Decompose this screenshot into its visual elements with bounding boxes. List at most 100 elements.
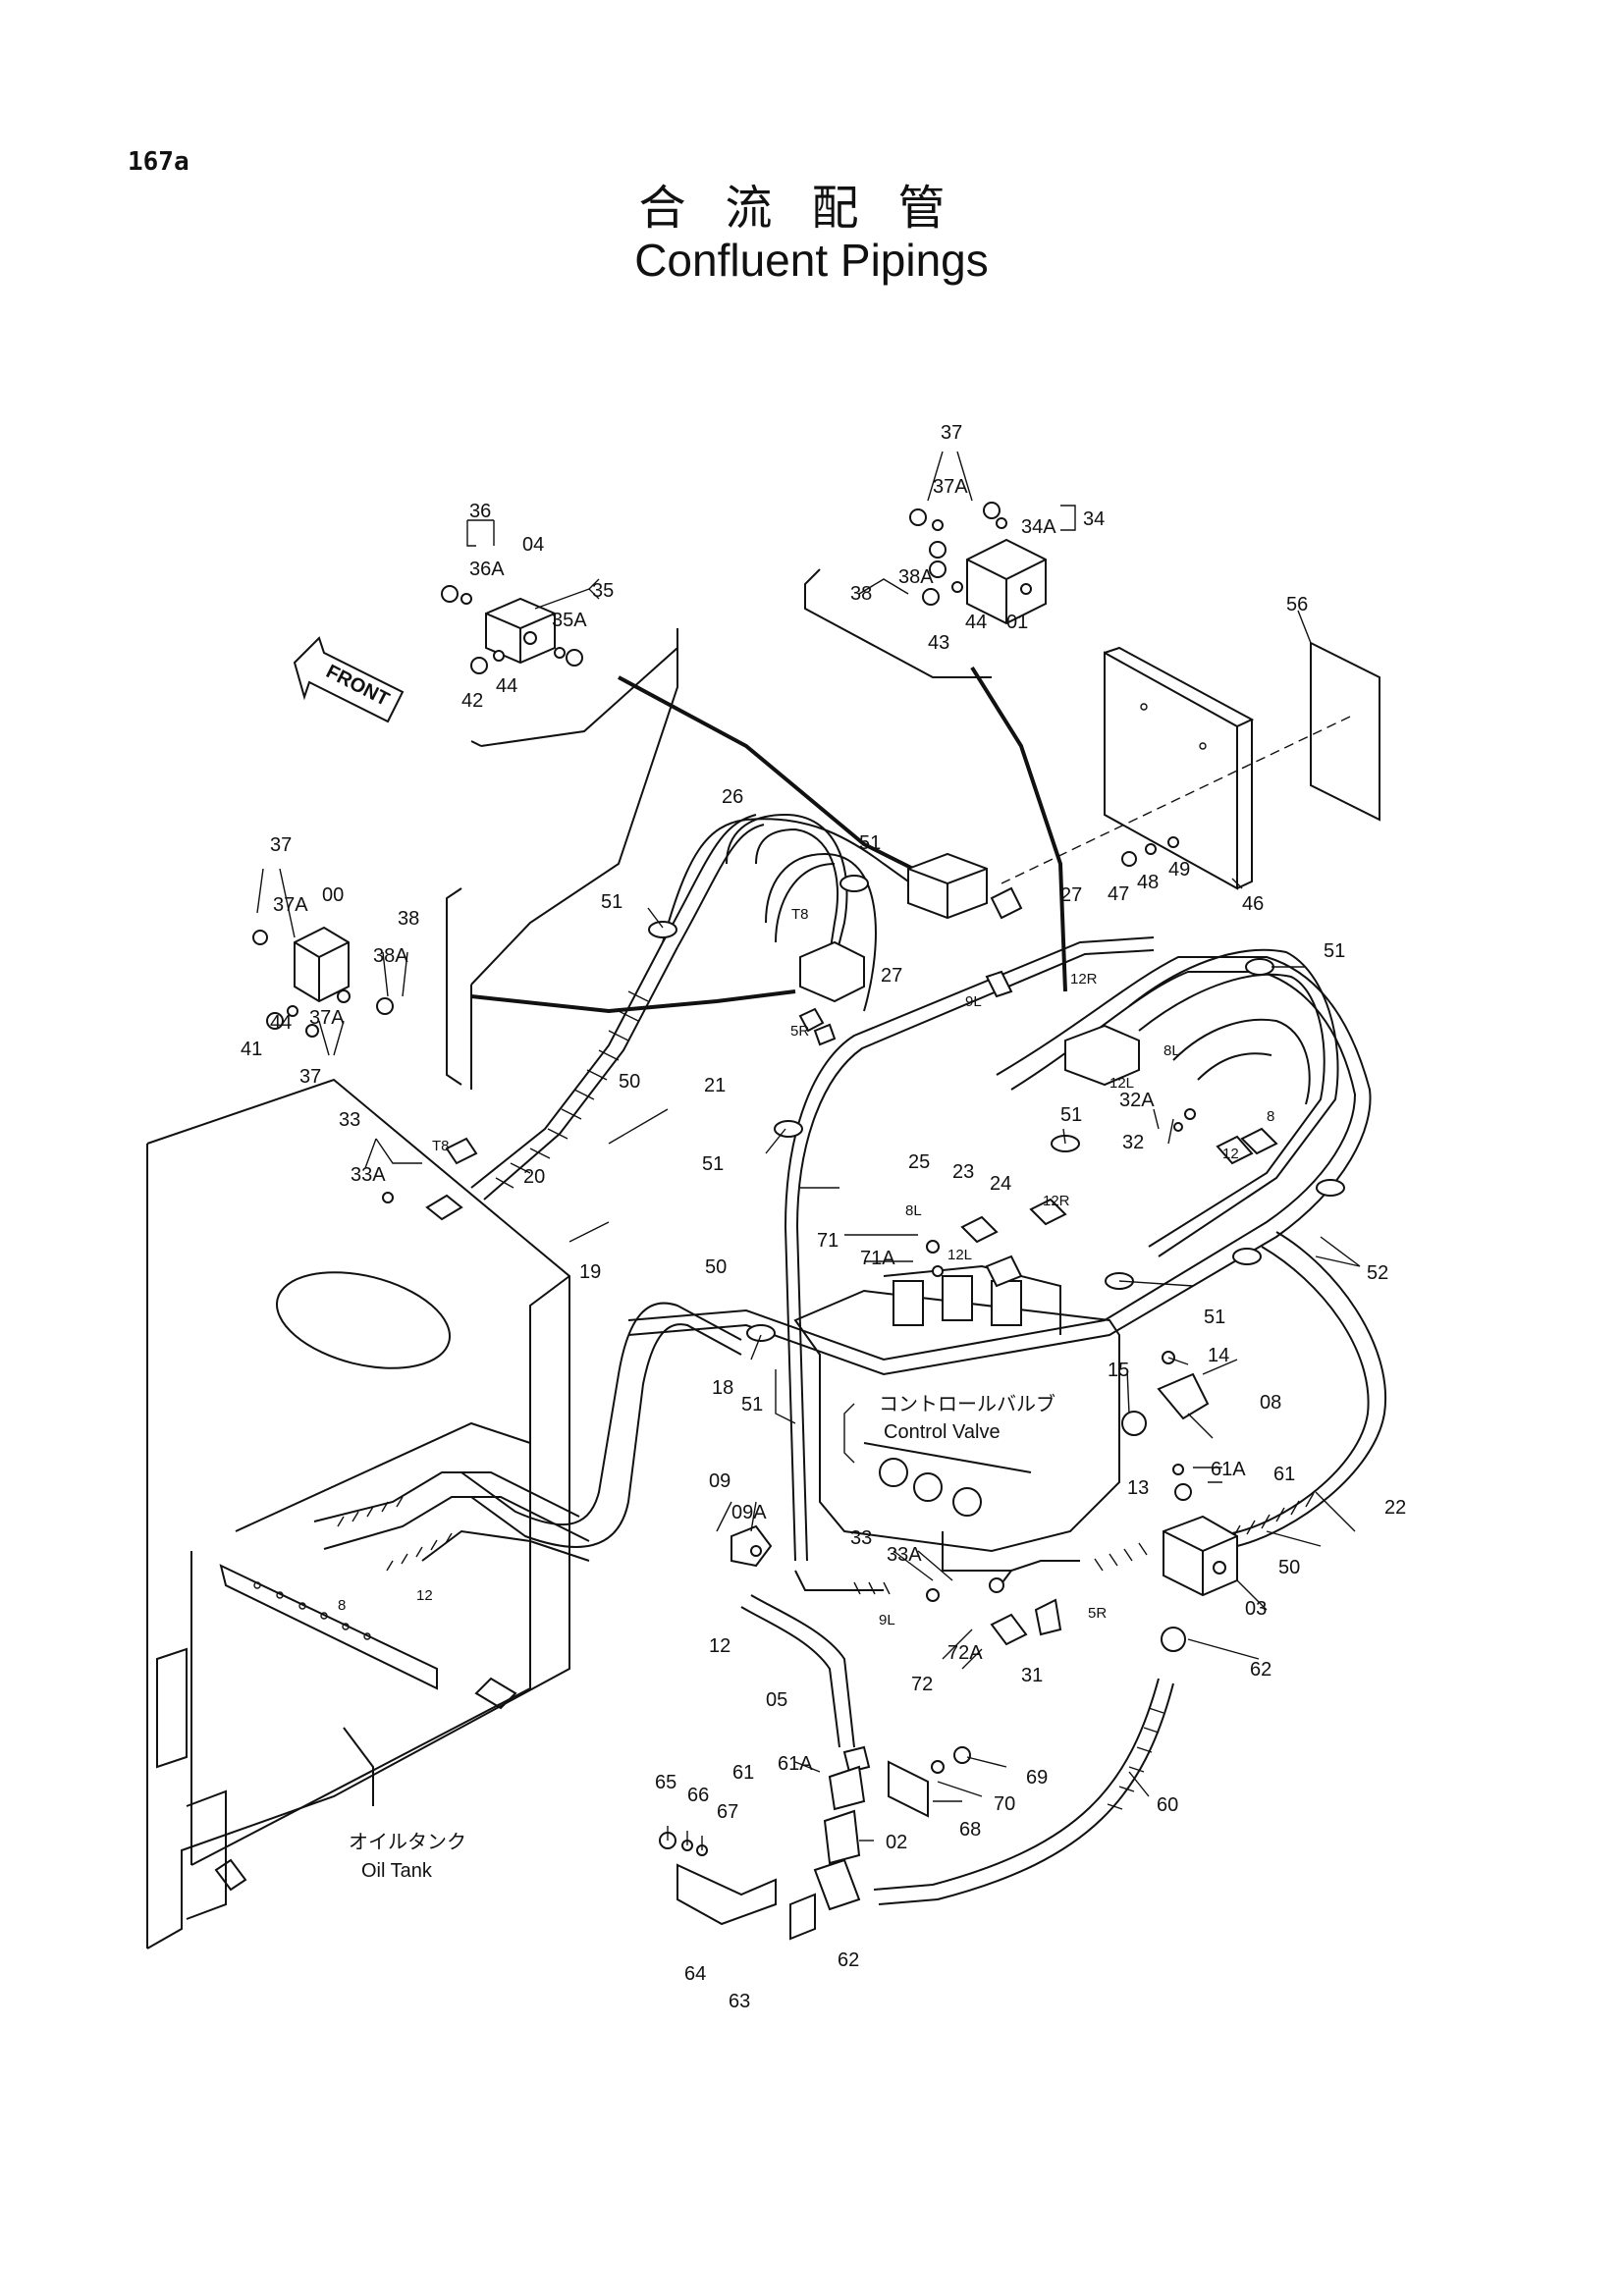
part-label: 37 (299, 1066, 321, 1088)
part-label: 51 (859, 832, 881, 854)
part-label: 43 (928, 632, 949, 654)
title-english: Confluent Pipings (634, 235, 989, 286)
part-label: 50 (619, 1071, 640, 1093)
part-label: 37 (270, 834, 292, 856)
part-label: 67 (717, 1801, 738, 1823)
part-label: 61 (1273, 1464, 1295, 1485)
part-label: 51 (1060, 1104, 1082, 1126)
part-label: 38 (850, 583, 872, 605)
part-label: 56 (1286, 594, 1308, 615)
part-label: 12L (1109, 1075, 1134, 1092)
bracket-plate-46 (1104, 646, 1255, 890)
block-03 (1163, 1515, 1238, 1597)
part-label: 09 (709, 1470, 730, 1492)
fittings (382, 836, 1278, 1941)
part-label: 8L (905, 1202, 922, 1219)
part-label: 04 (522, 534, 544, 556)
valve-block-connection (799, 852, 1140, 1087)
part-label: 22 (1384, 1497, 1406, 1519)
part-label: 72A (947, 1642, 983, 1664)
leader-lines (568, 610, 1356, 1842)
part-label: 44 (496, 675, 517, 697)
part-label: 20 (523, 1166, 545, 1188)
part-label: 15 (1108, 1360, 1129, 1381)
part-label: 52 (1367, 1262, 1388, 1284)
part-label: 8 (338, 1597, 346, 1614)
part-label: 32A (1119, 1090, 1155, 1111)
part-label: 34A (1021, 516, 1056, 538)
part-label: 33 (339, 1109, 360, 1131)
part-label: 68 (959, 1819, 981, 1841)
part-label: 18 (712, 1377, 733, 1399)
part-label: 05 (766, 1689, 787, 1711)
part-label: 44 (965, 612, 987, 633)
part-label: 60 (1157, 1794, 1178, 1816)
control-valve (793, 1264, 1120, 1572)
valve-block-00 (252, 926, 394, 1038)
part-label: 24 (990, 1173, 1011, 1195)
part-label: 36 (469, 501, 491, 522)
part-label: 51 (601, 891, 622, 913)
part-label: T8 (432, 1138, 450, 1154)
part-label: 13 (1127, 1477, 1149, 1499)
part-label: 61 (732, 1762, 754, 1784)
part-label: 23 (952, 1161, 974, 1183)
part-label: 12 (416, 1587, 433, 1604)
part-number-labels: 37 37A 34A 34 38A 38 43 44 01 36 04 36A … (241, 422, 1406, 2012)
part-label: 51 (702, 1153, 724, 1175)
part-label: 33A (351, 1164, 386, 1186)
part-label: 12R (1070, 971, 1098, 988)
part-label: 33A (887, 1544, 922, 1566)
part-label: 00 (322, 884, 344, 906)
front-arrow-icon: FRONT (293, 636, 405, 723)
part-label: 9L (965, 993, 982, 1010)
part-label: 9L (879, 1612, 895, 1629)
part-label: 26 (722, 786, 743, 808)
part-label: 25 (908, 1151, 930, 1173)
part-label: 44 (270, 1012, 292, 1034)
part-label: 62 (1250, 1659, 1271, 1681)
part-label: 65 (655, 1772, 676, 1793)
part-label: 5R (1088, 1605, 1107, 1622)
part-label: 31 (1021, 1665, 1043, 1686)
part-label: 12R (1043, 1193, 1070, 1209)
part-label: T8 (791, 906, 809, 923)
part-label: 37A (309, 1007, 345, 1029)
part-label: 38A (898, 566, 934, 588)
part-label: 35 (592, 580, 614, 602)
oil-tank-en: Oil Tank (361, 1860, 433, 1882)
part-label: 50 (705, 1256, 727, 1278)
part-label: 02 (886, 1832, 907, 1853)
part-label: 8 (1267, 1108, 1274, 1125)
part-label: 69 (1026, 1767, 1048, 1789)
control-valve-en: Control Valve (884, 1421, 1001, 1443)
oil-tank-jp: オイルタンク (349, 1831, 466, 1853)
part-label: 62 (838, 1949, 859, 1971)
valve-block-01 (909, 502, 1047, 625)
title-japanese: 合流配管 (638, 181, 985, 236)
part-label: 8L (1163, 1042, 1180, 1059)
control-valve-jp: コントロールバルブ (879, 1392, 1055, 1415)
part-label: 36A (469, 559, 505, 580)
part-label: 71A (860, 1248, 895, 1269)
valve-block-04 (441, 585, 583, 674)
part-label: 37 (941, 422, 962, 444)
part-label: 51 (1324, 940, 1345, 962)
part-label: 33 (850, 1527, 872, 1549)
part-label: 63 (729, 1991, 750, 2012)
inset-bracket-left (470, 648, 678, 986)
part-label: 61A (778, 1753, 813, 1775)
part-label: 37A (273, 894, 308, 916)
part-label: 34 (1083, 508, 1105, 530)
part-label: 49 (1168, 859, 1190, 881)
part-label: 09A (731, 1502, 767, 1523)
part-label: 66 (687, 1785, 709, 1806)
part-label: 14 (1208, 1345, 1229, 1366)
part-label: 42 (461, 690, 483, 712)
part-label: 19 (579, 1261, 601, 1283)
part-label: 08 (1260, 1392, 1281, 1414)
part-label: 37A (933, 476, 968, 498)
part-label: 48 (1137, 872, 1159, 893)
leader-brackets (256, 451, 1361, 1850)
